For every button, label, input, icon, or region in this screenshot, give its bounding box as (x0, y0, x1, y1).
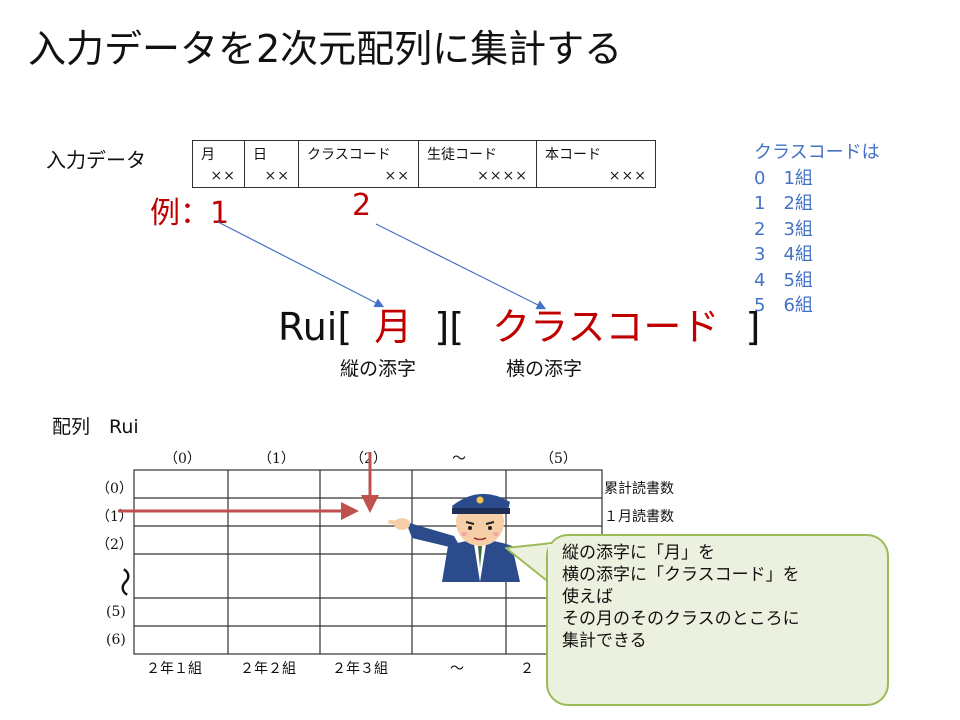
class-code-item: 1 2組 (754, 193, 813, 214)
bubble-line: 横の添字に「クラスコード」を (562, 565, 800, 585)
bottom-label: ２年３組 (332, 661, 388, 677)
expr-index-class-code: クラスコード (492, 305, 720, 349)
record-field-value: ××× (608, 168, 647, 184)
record-field-header: 日 (253, 147, 267, 163)
record-field-value: ×× (264, 168, 290, 184)
example-label-1: 例：1 (150, 196, 230, 231)
record-field-class-code: クラスコード ×× (299, 141, 419, 187)
horizontal-subscript-label: 横の添字 (506, 358, 583, 380)
bubble-line: 使えば (562, 587, 613, 607)
expr-index-month: 月 (374, 305, 413, 349)
record-field-value: ×× (384, 168, 410, 184)
record-field-book-code: 本コード ××× (537, 141, 655, 187)
input-data-label: 入力データ (46, 148, 146, 172)
col-header: （5） (540, 451, 577, 467)
class-code-item: 2 3組 (754, 218, 813, 240)
expr-mid: ][ (434, 305, 465, 349)
col-header: （0） (164, 451, 201, 467)
bottom-label: ～ (450, 661, 464, 677)
bubble-line: その月のそのクラスのところに (562, 609, 800, 629)
class-code-item: 4 5組 (754, 269, 813, 291)
array-label: 配列 Rui (52, 416, 139, 438)
row-header: (6) (106, 632, 126, 648)
police-officer-icon (388, 493, 520, 582)
record-field-student-code: 生徒コード ×××× (419, 141, 537, 187)
bottom-label: ２年２組 (240, 661, 296, 677)
row-header: （2） (96, 537, 133, 553)
array-expression: Rui[ 月 ][ クラスコード ] (278, 296, 760, 351)
record-field-value: ×× (210, 168, 236, 184)
bottom-label: ２年１組 (146, 661, 202, 677)
col-header: （1） (258, 451, 295, 467)
row-header: （1） (96, 509, 133, 525)
record-field-header: 本コード (545, 147, 601, 163)
record-field-day: 日 ×× (245, 141, 299, 187)
class-code-item: 5 6組 (754, 295, 813, 316)
row-header: （0） (96, 481, 133, 497)
row-label-january-reading: １月読書数 (604, 509, 674, 525)
arrow-class-code (375, 223, 547, 310)
col-header: （2） (350, 451, 387, 467)
expr-close: ] (745, 305, 761, 349)
class-code-item: 3 4組 (754, 244, 813, 265)
vertical-subscript-label: 縦の添字 (340, 358, 417, 380)
record-field-month: 月 ×× (193, 141, 245, 187)
col-header: ～ (452, 451, 466, 467)
slide-title: 入力データを2次元配列に集計する (28, 27, 623, 71)
input-record-table: 月 ×× 日 ×× クラスコード ×× 生徒コード ×××× 本コード ××× (192, 140, 656, 188)
class-code-list: クラスコードは 0 1組 1 2組 2 3組 3 4組 4 5組 5 6組 (754, 140, 880, 319)
record-field-header: 月 (201, 147, 215, 163)
row-header: (5) (106, 604, 126, 620)
bubble-tail-join (548, 544, 562, 586)
bubble-line: 集計できる (562, 631, 647, 651)
bubble-line: 縦の添字に「月」を (562, 543, 715, 563)
row-label-total-reading: 累計読書数 (604, 481, 674, 497)
class-code-heading: クラスコードは (754, 142, 880, 163)
record-field-header: 生徒コード (427, 147, 497, 163)
record-field-header: クラスコード (307, 147, 391, 163)
record-field-value: ×××× (477, 168, 528, 184)
example-label-2: 2 (352, 188, 372, 223)
expr-open: Rui[ (278, 305, 353, 349)
class-code-item: 0 1組 (754, 167, 813, 189)
arrow-month (217, 221, 385, 308)
speech-bubble: 縦の添字に「月」を 横の添字に「クラスコード」を 使えば その月のそのクラスのと… (546, 534, 889, 706)
bottom-label: ２ (520, 661, 534, 677)
